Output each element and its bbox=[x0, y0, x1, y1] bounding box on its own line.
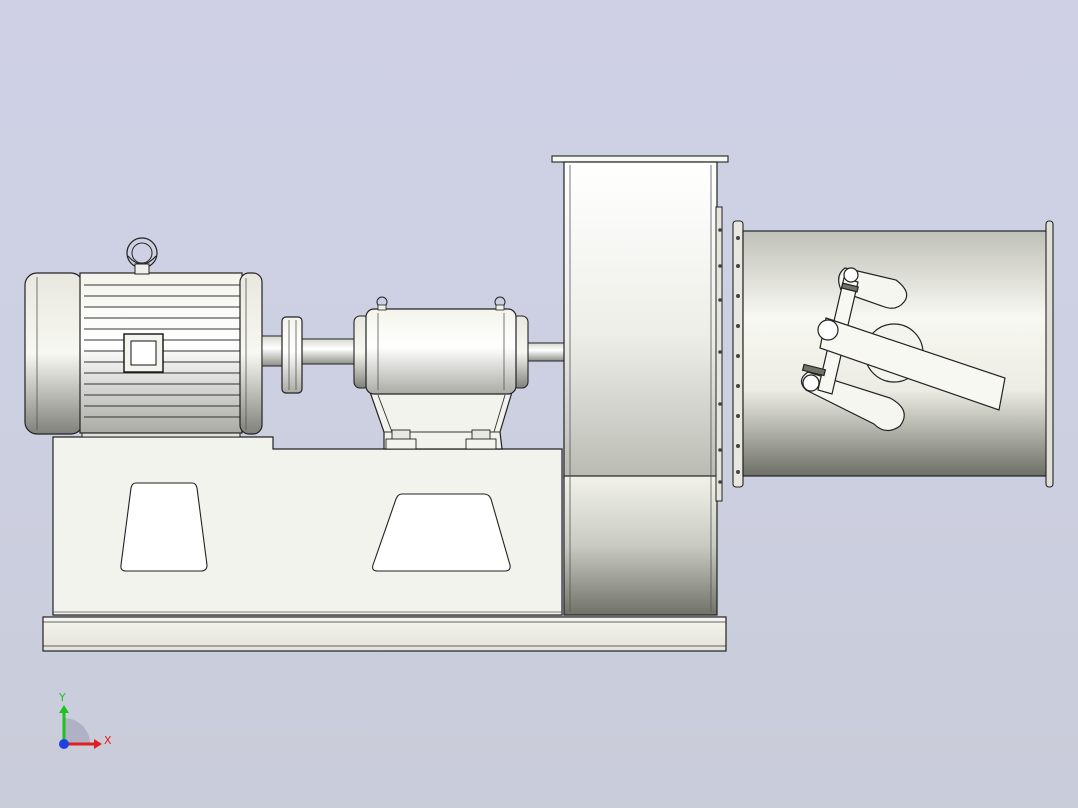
outlet-flange bbox=[551, 155, 729, 163]
frame-cutout-left bbox=[120, 482, 208, 572]
damper-handle[interactable] bbox=[800, 267, 1006, 432]
shaft bbox=[261, 335, 565, 367]
coordinate-triad: X Y bbox=[58, 691, 112, 749]
y-axis-label: Y bbox=[58, 691, 66, 704]
x-axis-label: X bbox=[104, 734, 112, 747]
duct-flange-right bbox=[1045, 220, 1054, 488]
motor[interactable] bbox=[24, 272, 263, 438]
bearing-housing[interactable] bbox=[353, 296, 529, 450]
z-axis-dot bbox=[59, 739, 69, 749]
frame-cutout-right bbox=[372, 493, 511, 572]
terminal-box bbox=[123, 333, 164, 373]
base-plate[interactable] bbox=[42, 616, 727, 652]
motor-cooling-fins bbox=[84, 284, 240, 418]
motor-fan-cover bbox=[24, 272, 84, 435]
inlet-duct[interactable] bbox=[718, 220, 1054, 488]
motor-end-shield bbox=[239, 272, 263, 435]
eye-bolt bbox=[126, 237, 158, 275]
coupling[interactable] bbox=[281, 316, 303, 394]
base-frame[interactable] bbox=[52, 436, 563, 616]
fan-housing[interactable] bbox=[551, 155, 729, 616]
flange-bolts bbox=[718, 228, 740, 484]
